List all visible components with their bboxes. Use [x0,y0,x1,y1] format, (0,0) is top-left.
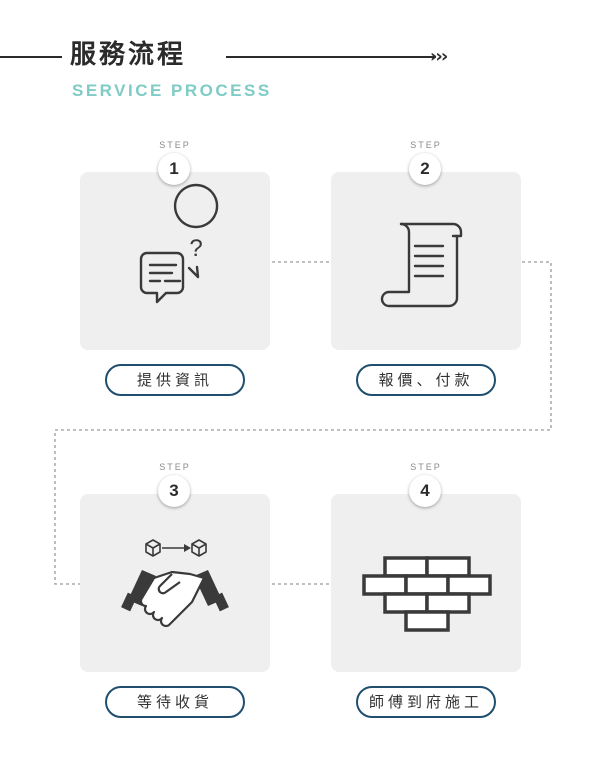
step-title-pill[interactable]: 等待收貨 [105,686,245,718]
step-number: 1 [158,153,190,185]
svg-text:?: ? [189,235,202,262]
step-title-pill[interactable]: 報價、付款 [356,364,496,396]
step-title-pill[interactable]: 師傅到府施工 [356,686,496,718]
step-number: 2 [409,153,441,185]
scroll-document-icon [380,222,463,308]
step-card [331,494,521,672]
chat-question-icon: ? [139,183,219,304]
step-label: STEP [410,462,442,472]
brick-wall-icon [362,556,492,632]
header-rule-left [0,56,62,58]
step-number: 4 [409,475,441,507]
step-card: ? [80,172,270,350]
header-rule-right [226,56,434,58]
step-card [80,494,270,672]
step-label: STEP [410,140,442,150]
step-label: STEP [159,140,191,150]
step-label: STEP [159,462,191,472]
handshake-icon [121,539,229,628]
page-title: 服務流程 [70,40,187,70]
step-title-pill[interactable]: 提供資訊 [105,364,245,396]
step-number: 3 [158,475,190,507]
page-subtitle: SERVICE PROCESS [72,81,272,100]
step-card [331,172,521,350]
header-arrow: ››› [430,46,448,67]
